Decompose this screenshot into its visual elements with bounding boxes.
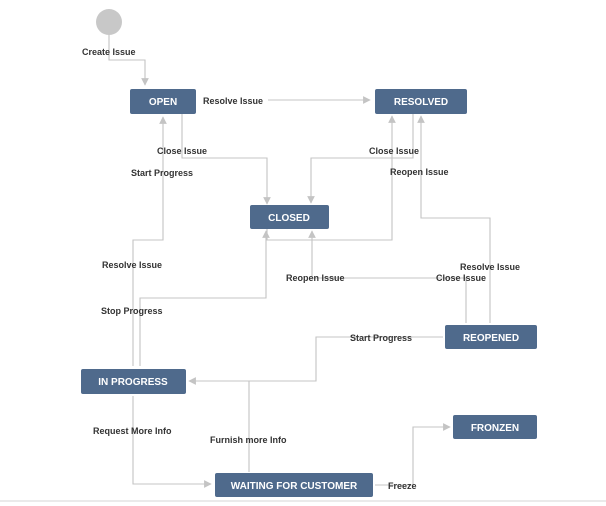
label-furnish-more-info: Furnish more Info xyxy=(210,435,287,445)
state-fronzen-label: FRONZEN xyxy=(471,423,519,434)
state-closed-label: CLOSED xyxy=(268,213,310,224)
state-open-label: OPEN xyxy=(149,97,177,108)
edge-inprogress-to-open xyxy=(132,116,167,366)
state-resolved-label: RESOLVED xyxy=(394,97,448,108)
transition-labels: Create Issue Resolve Issue Close Issue S… xyxy=(82,47,520,491)
label-reopen-issue-resolved: Reopen Issue xyxy=(390,167,449,177)
edge-open-to-closed xyxy=(181,114,271,205)
label-start-progress-open: Start Progress xyxy=(131,168,193,178)
label-stop-progress: Stop Progress xyxy=(101,306,163,316)
state-reopened-label: REOPENED xyxy=(463,333,519,344)
state-waiting-label: WAITING FOR CUSTOMER xyxy=(231,481,358,492)
label-freeze: Freeze xyxy=(388,481,417,491)
edge-reopened-to-resolved xyxy=(417,115,491,323)
edge-reopened-to-inprogress xyxy=(188,336,443,385)
edge-inprogress-to-waiting xyxy=(132,396,212,488)
label-start-progress-reopened: Start Progress xyxy=(350,333,412,343)
state-resolved[interactable]: RESOLVED xyxy=(375,89,467,114)
state-fronzen[interactable]: FRONZEN xyxy=(453,415,537,439)
edge-waiting-to-fronzen xyxy=(375,423,451,486)
transitions-layer xyxy=(108,35,491,488)
start-node xyxy=(96,9,122,35)
label-resolve-issue-open: Resolve Issue xyxy=(203,96,263,106)
label-request-more-info: Request More Info xyxy=(93,426,172,436)
edge-waiting-to-inprogress xyxy=(192,380,250,472)
edge-inprogress-to-closed xyxy=(139,230,270,366)
state-open[interactable]: OPEN xyxy=(130,89,196,114)
edge-resolved-to-closed xyxy=(307,114,414,204)
label-resolve-issue-inprogress: Resolve Issue xyxy=(102,260,162,270)
state-reopened[interactable]: REOPENED xyxy=(445,325,537,349)
label-close-issue-open: Close Issue xyxy=(157,146,207,156)
label-resolve-issue-reopened: Resolve Issue xyxy=(460,262,520,272)
state-closed[interactable]: CLOSED xyxy=(250,205,329,229)
label-create-issue: Create Issue xyxy=(82,47,136,57)
state-in-progress-label: IN PROGRESS xyxy=(98,377,168,388)
label-close-issue-resolved: Close Issue xyxy=(369,146,419,156)
label-close-issue-reopened: Close Issue xyxy=(436,273,486,283)
label-reopen-issue-closed: Reopen Issue xyxy=(286,273,345,283)
state-in-progress[interactable]: IN PROGRESS xyxy=(81,369,186,394)
state-waiting-for-customer[interactable]: WAITING FOR CUSTOMER xyxy=(215,473,373,497)
edge-reopened-to-closed xyxy=(308,230,467,323)
edge-create-issue xyxy=(108,35,149,86)
